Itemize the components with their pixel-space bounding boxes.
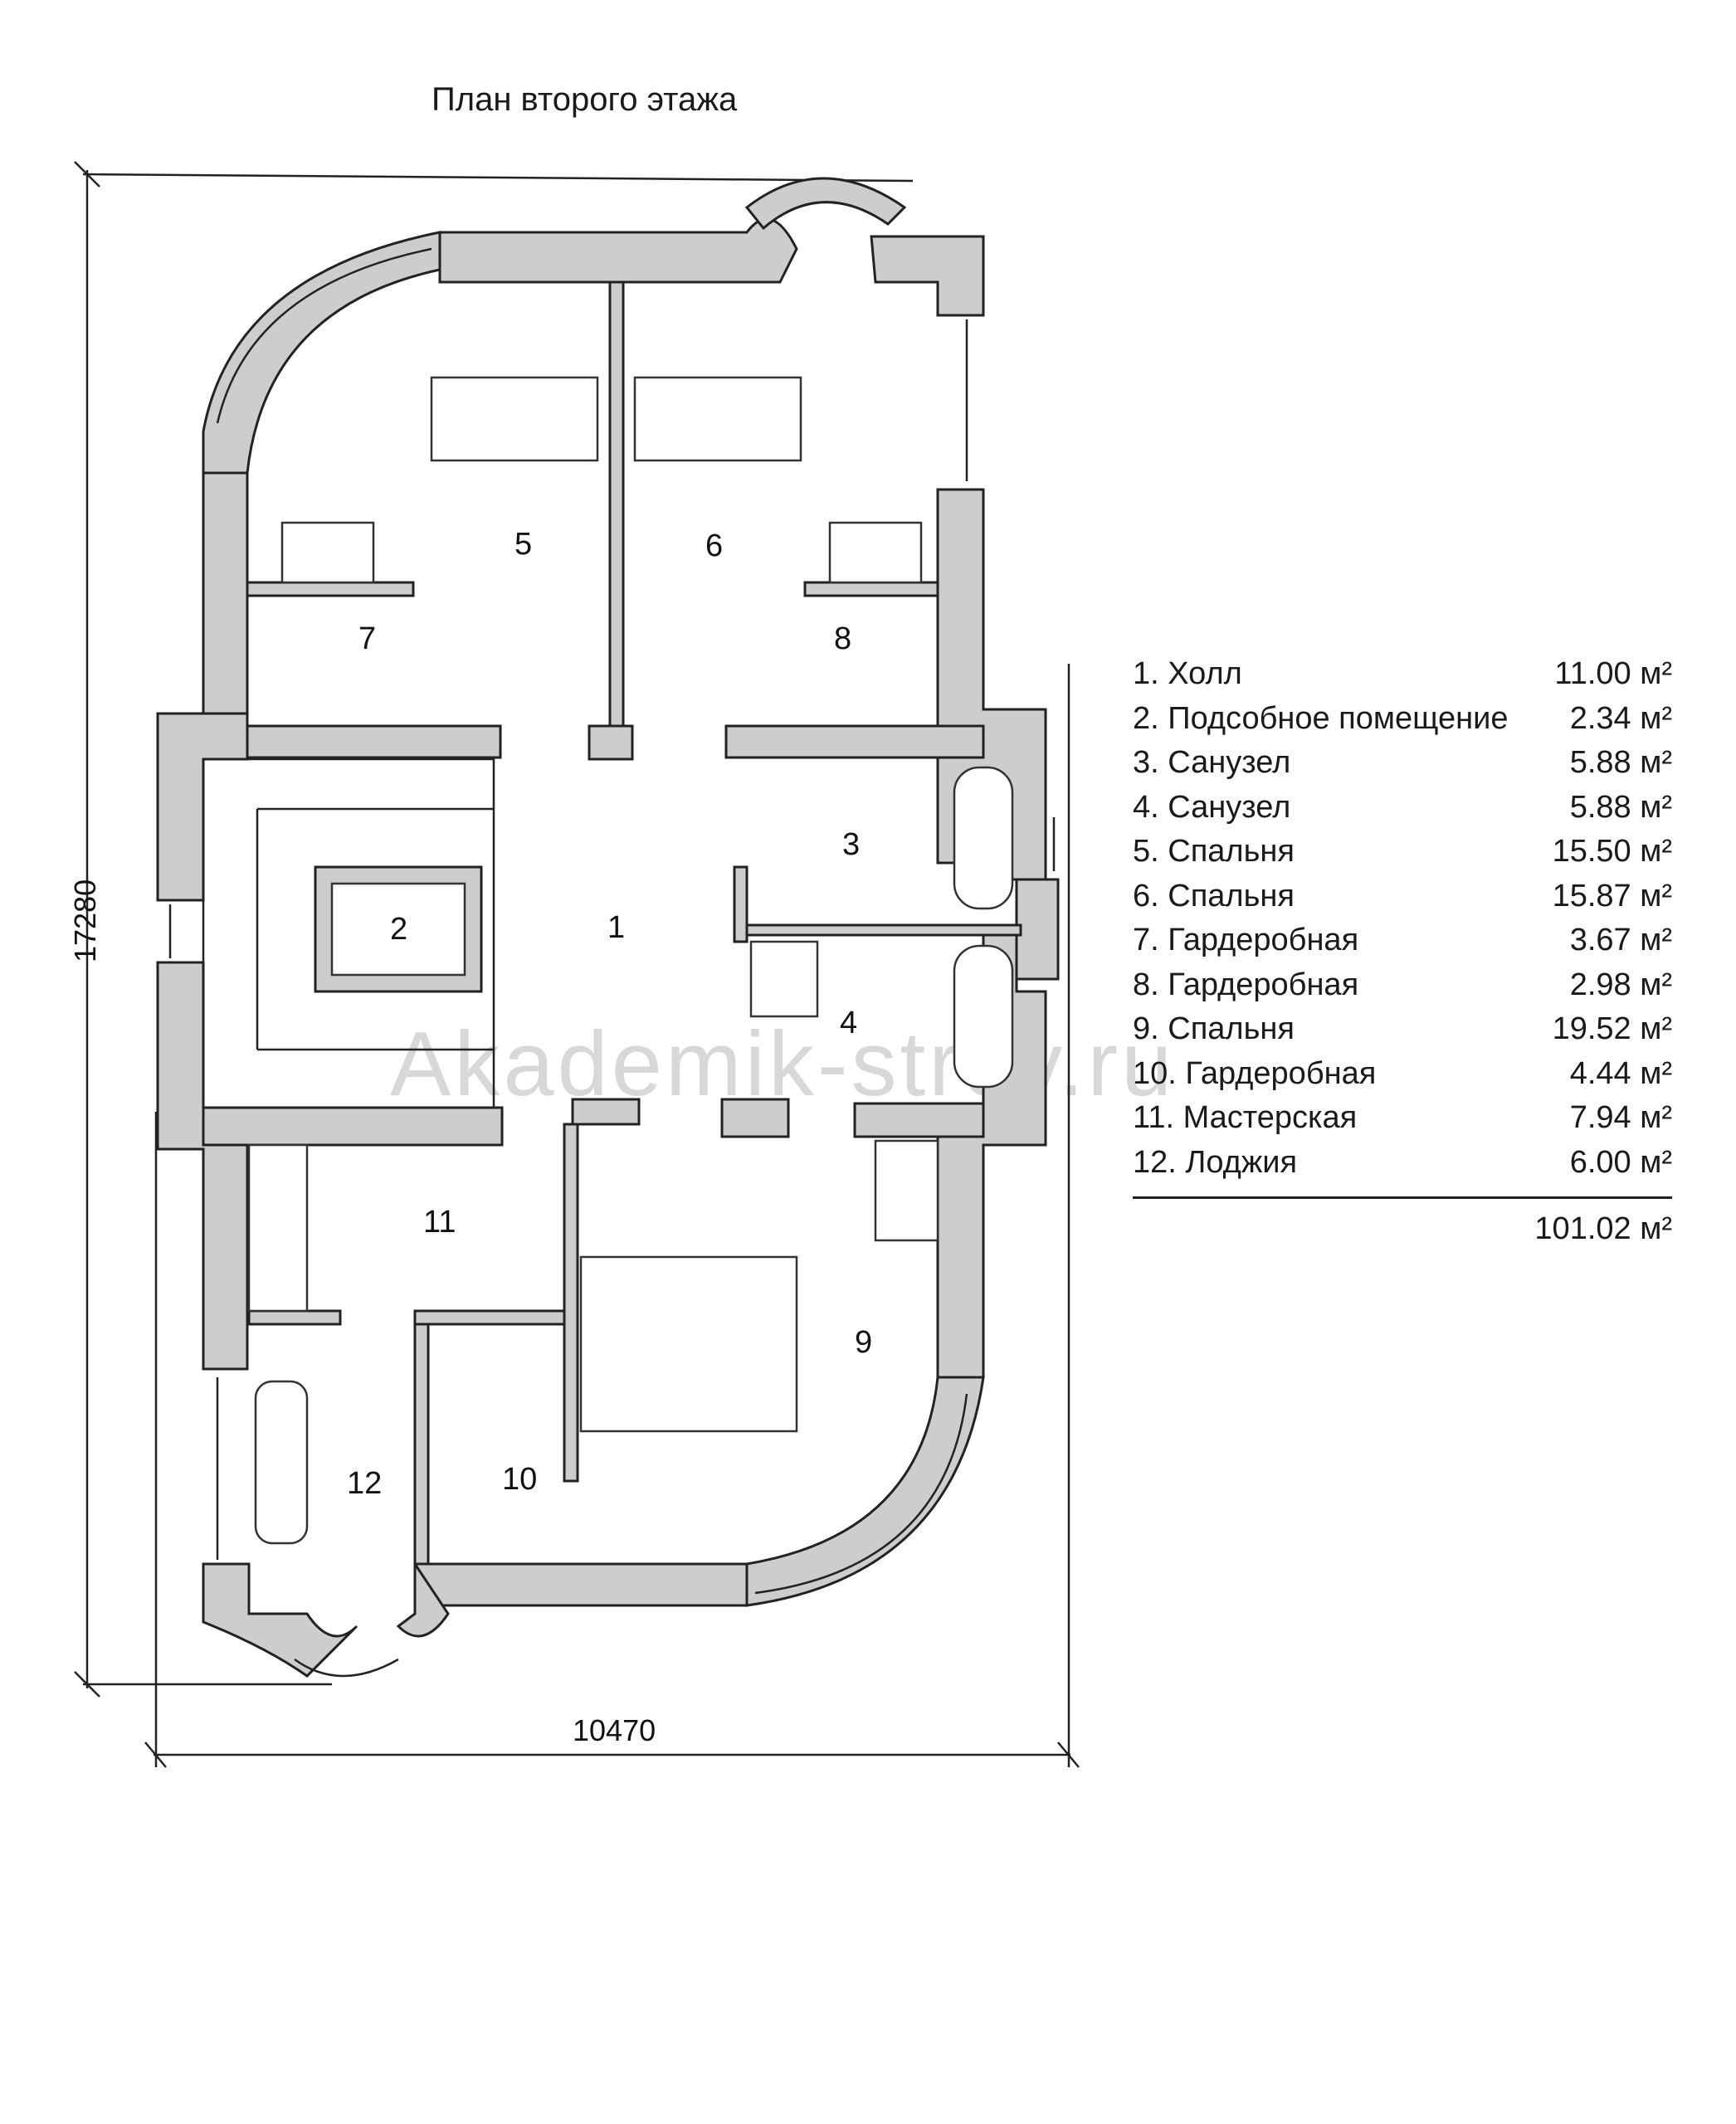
legend-area: 15.87 м² — [1552, 878, 1672, 913]
legend-room: 7. Гардеробная — [1133, 923, 1359, 957]
room-label-3: 3 — [842, 827, 860, 862]
legend-area: 3.67 м² — [1569, 923, 1672, 957]
legend-row: 4. Санузел 5.88 м² — [1133, 786, 1672, 831]
legend-room: 5. Спальня — [1133, 834, 1295, 869]
legend-area: 11.00 м² — [1554, 656, 1672, 691]
legend-area: 15.50 м² — [1552, 834, 1672, 869]
room-label-7: 7 — [358, 621, 376, 656]
room-label-8: 8 — [834, 621, 851, 656]
legend-row: 7. Гардеробная 3.67 м² — [1133, 918, 1672, 963]
legend-area: 7.94 м² — [1569, 1100, 1672, 1135]
legend-area: 4.44 м² — [1569, 1055, 1672, 1091]
legend-total: 101.02 м² — [1534, 1211, 1672, 1246]
windows — [168, 247, 1056, 1678]
legend-row: 12. Лоджия 6.00 м² — [1133, 1141, 1672, 1186]
legend-room: 8. Гардеробная — [1133, 967, 1359, 1002]
legend-area: 5.88 м² — [1569, 789, 1672, 825]
room-label-5: 5 — [514, 527, 532, 562]
room-label-6: 6 — [705, 529, 723, 563]
legend-row: 3. Санузел 5.88 м² — [1133, 741, 1672, 786]
legend-row: 6. Спальня 15.87 м² — [1133, 874, 1672, 919]
legend-row: 11. Мастерская 7.94 м² — [1133, 1096, 1672, 1141]
legend-row: 5. Спальня 15.50 м² — [1133, 830, 1672, 874]
legend-room: 1. Холл — [1133, 656, 1242, 691]
legend-area: 2.98 м² — [1569, 967, 1672, 1002]
legend-room: 11. Мастерская — [1133, 1100, 1358, 1135]
interior-walls — [202, 280, 1022, 1566]
legend-row: 10. Гардеробная 4.44 м² — [1133, 1052, 1672, 1097]
staircase — [202, 758, 495, 1109]
legend-room: 12. Лоджия — [1133, 1144, 1298, 1180]
room-label-4: 4 — [840, 1006, 857, 1040]
plan-title: План второго этажа — [432, 81, 738, 118]
legend-area: 6.00 м² — [1569, 1144, 1672, 1180]
legend-row: 2. Подсобное помещение 2.34 м² — [1133, 697, 1672, 742]
legend-row: 9. Спальня 19.52 м² — [1133, 1007, 1672, 1052]
room-label-9: 9 — [855, 1325, 872, 1360]
room-label-12: 12 — [347, 1466, 382, 1501]
legend-room: 4. Санузел — [1133, 789, 1291, 825]
furniture — [247, 376, 1014, 1545]
width-label: 10470 — [573, 1713, 656, 1747]
legend-room: 10. Гардеробная — [1133, 1055, 1377, 1091]
width-dimension: 10470 — [144, 664, 1080, 1768]
room-numbers: 1 2 3 4 5 6 7 8 9 10 11 12 — [347, 527, 872, 1501]
legend-room: 9. Спальня — [1133, 1011, 1295, 1046]
legend-row: 8. Гардеробная 2.98 м² — [1133, 963, 1672, 1008]
legend-area: 19.52 м² — [1552, 1011, 1672, 1046]
height-label: 17280 — [68, 879, 102, 962]
height-dimension: 17280 — [68, 161, 914, 1698]
legend-area: 5.88 м² — [1569, 745, 1672, 780]
legend-room: 2. Подсобное помещение — [1133, 700, 1509, 736]
legend-room: 6. Спальня — [1133, 878, 1295, 913]
room-label-10: 10 — [502, 1462, 537, 1497]
legend-area: 2.34 м² — [1569, 700, 1672, 736]
legend-divider — [1133, 1196, 1672, 1199]
room-label-2: 2 — [390, 912, 407, 947]
room-label-11: 11 — [423, 1205, 456, 1240]
room-label-1: 1 — [607, 910, 625, 945]
legend-room: 3. Санузел — [1133, 745, 1291, 780]
legend-row: 1. Холл 11.00 м² — [1133, 652, 1672, 697]
